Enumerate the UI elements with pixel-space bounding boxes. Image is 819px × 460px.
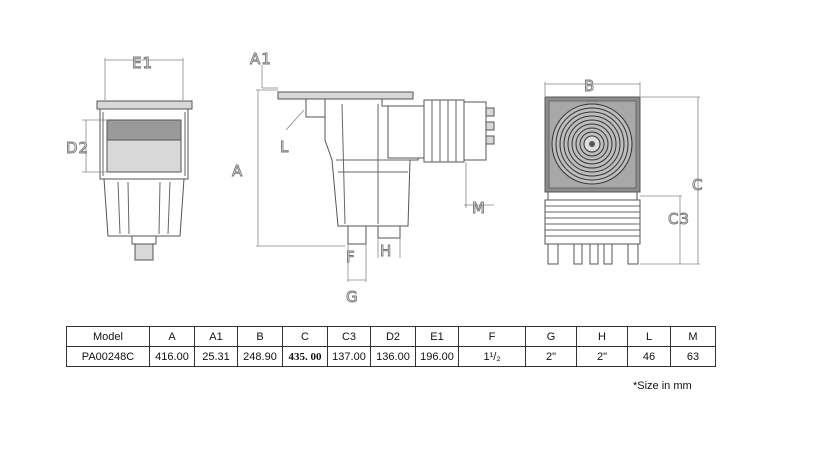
header-cell-l: L (627, 326, 671, 347)
header-cell-b: B (237, 326, 283, 347)
front-view (82, 58, 193, 261)
face-view (544, 82, 700, 265)
dim-label-h: H (380, 242, 392, 260)
header-cell-c: C (282, 326, 328, 347)
dim-label-g: G (346, 288, 359, 306)
header-cell-model: Model (66, 326, 150, 347)
side-view (256, 65, 495, 282)
cell-a1: 25.31 (194, 346, 238, 367)
cell-g: 2" (525, 346, 577, 367)
dim-label-f: F (346, 248, 356, 266)
header-cell-m: M (670, 326, 716, 347)
grille-rings (551, 103, 633, 185)
dim-label-e1: E1 (132, 54, 153, 72)
dim-label-m: M (472, 199, 486, 217)
dim-label-c3: C3 (668, 210, 690, 228)
cell-h: 2" (576, 346, 628, 367)
spec-table: Model A A1 B C C3 D2 E1 F G H L M PA0024… (66, 326, 716, 367)
header-cell-h: H (576, 326, 628, 347)
dim-label-b: B (584, 77, 595, 95)
cell-b: 248.90 (237, 346, 283, 367)
header-cell-d2: D2 (370, 326, 416, 347)
technical-drawing: E1 A1 D2 L A B C C3 M F H G (66, 50, 703, 307)
cell-c: 435. 00 (282, 346, 328, 367)
dim-label-c: C (692, 176, 703, 194)
header-cell-a: A (149, 326, 195, 347)
dim-label-d2: D2 (66, 139, 89, 157)
cell-model: PA00248C (66, 346, 150, 367)
cell-d2: 136.00 (370, 346, 416, 367)
cell-c3: 137.00 (327, 346, 371, 367)
header-cell-e1: E1 (415, 326, 459, 347)
cell-f: 1¹/₂ (458, 346, 526, 367)
dim-label-a: A (232, 162, 243, 180)
dim-label-l: L (280, 138, 289, 156)
cell-l: 46 (627, 346, 671, 367)
cell-e1: 196.00 (415, 346, 459, 367)
spec-table-header-row: Model A A1 B C C3 D2 E1 F G H L M (66, 326, 716, 347)
header-cell-c3: C3 (327, 326, 371, 347)
header-cell-g: G (525, 326, 577, 347)
table-row: PA00248C 416.00 25.31 248.90 435. 00 137… (66, 346, 716, 367)
header-cell-f: F (458, 326, 526, 347)
header-cell-a1: A1 (194, 326, 238, 347)
size-note: *Size in mm (633, 380, 692, 392)
cell-a: 416.00 (149, 346, 195, 367)
dim-label-a1: A1 (250, 50, 272, 68)
cell-m: 63 (670, 346, 716, 367)
